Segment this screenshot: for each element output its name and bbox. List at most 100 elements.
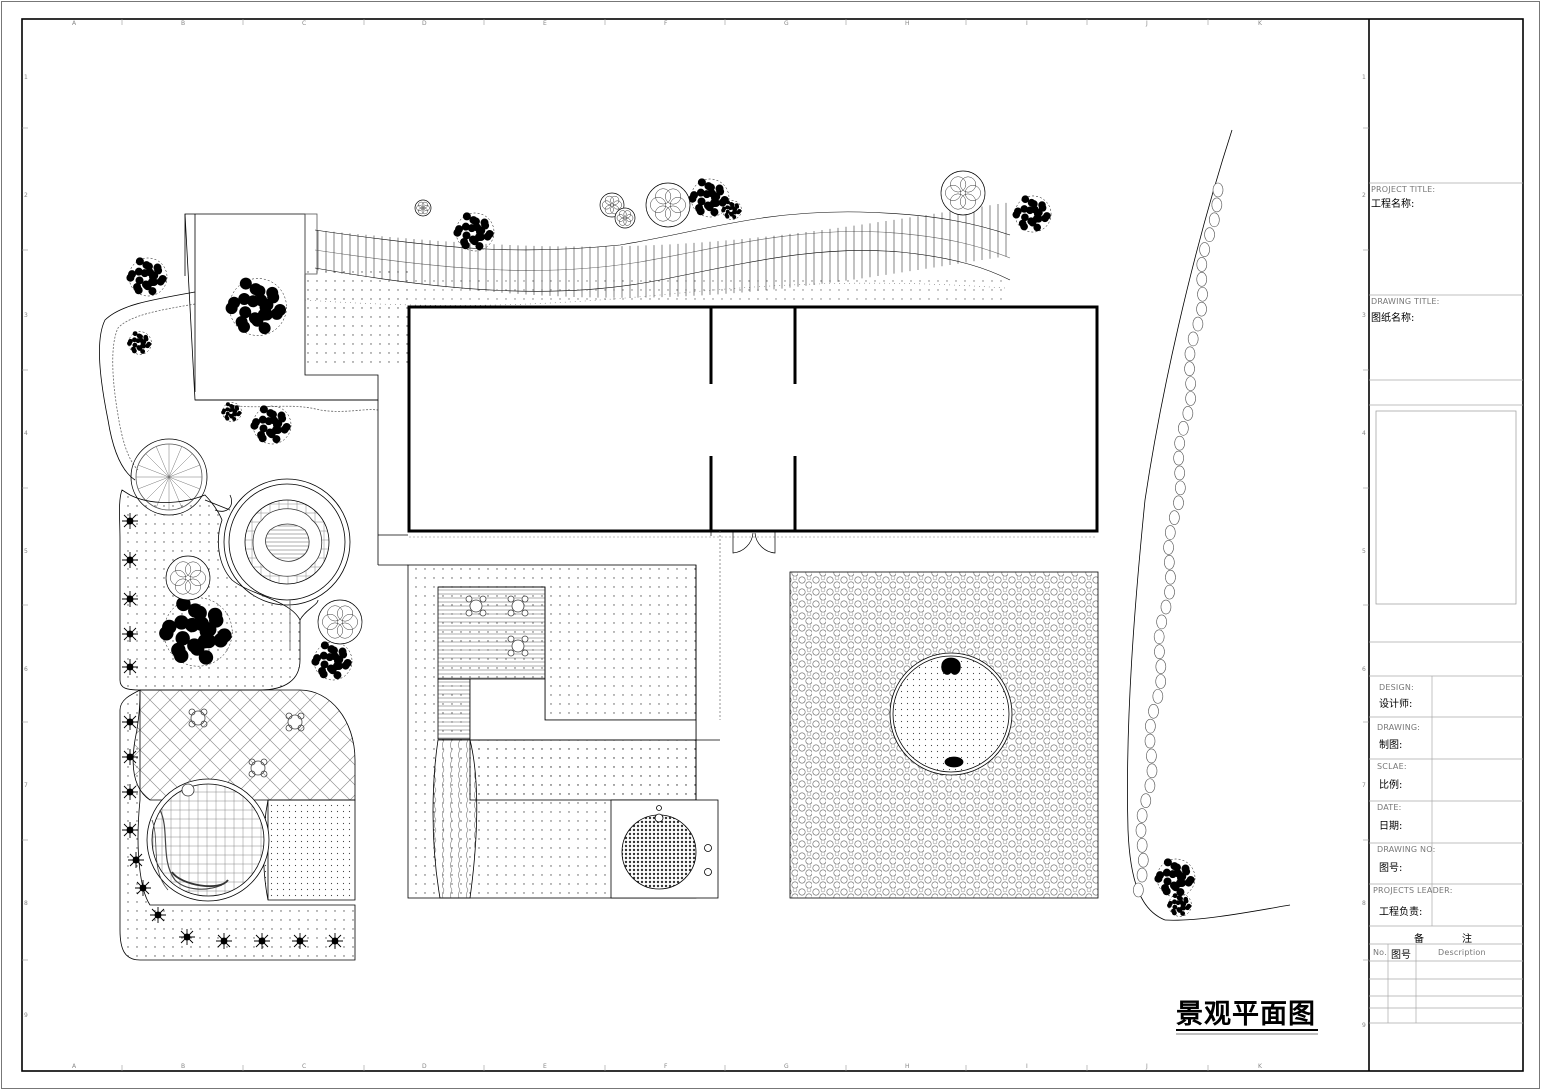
grid-number-right: 5 xyxy=(1362,548,1366,555)
grid-letter-top: A xyxy=(72,20,77,27)
hedge-shrub xyxy=(1204,227,1215,242)
grid-number-right: 9 xyxy=(1362,1022,1366,1029)
hedge-shrub xyxy=(1196,301,1207,317)
building-outline xyxy=(407,305,1099,533)
hedge-shrub xyxy=(1199,242,1210,257)
grid-number-left: 9 xyxy=(24,1012,28,1019)
col-no-label: No. xyxy=(1373,948,1387,957)
drawing-title: 景观平面图 xyxy=(1176,999,1316,1030)
design-label-cn: 设计师: xyxy=(1379,699,1413,710)
tree-dark-icon xyxy=(311,641,353,681)
scale-label-en: SCLAE: xyxy=(1377,762,1407,771)
hedge-shrub xyxy=(1182,406,1194,421)
hedge-shrub xyxy=(1133,882,1144,898)
hedge-shrub xyxy=(1155,674,1167,689)
grid-letter-top: D xyxy=(422,20,427,27)
hedge-shrub xyxy=(1185,391,1196,406)
hedge-shrub xyxy=(1174,465,1185,481)
col-drawing-no-label: 图号 xyxy=(1391,950,1411,961)
hedge-shrub xyxy=(1148,703,1159,719)
hedge-shrub xyxy=(1184,361,1195,377)
center-deck xyxy=(407,564,720,899)
hedge-shrub xyxy=(1164,555,1175,570)
date-label-en: DATE: xyxy=(1377,803,1402,812)
tree-dark-icon xyxy=(688,178,730,218)
hedge-shrub xyxy=(1187,331,1199,347)
grid-letter-bottom: E xyxy=(543,1063,547,1070)
hedge-shrub xyxy=(1145,718,1156,734)
tree-dark-icon xyxy=(159,596,233,667)
tree-dark-icon xyxy=(221,402,242,422)
tree-dark-icon xyxy=(126,257,168,297)
tree-open-icon xyxy=(414,199,432,217)
star-shrubs xyxy=(122,513,343,949)
grid-number-right: 7 xyxy=(1362,782,1366,789)
hedge-shrub xyxy=(1184,346,1196,362)
hedge-shrub xyxy=(1153,629,1165,645)
hedge-shrub xyxy=(1156,614,1167,630)
grid-letter-bottom: D xyxy=(422,1063,427,1070)
drawing-label-cn: 制图: xyxy=(1379,740,1403,751)
hedge-shrub xyxy=(1192,316,1204,332)
grid-letter-top: J xyxy=(1146,20,1148,27)
grid-number-right: 1 xyxy=(1362,74,1366,81)
hedge-shrub xyxy=(1164,584,1175,600)
tree-open-icon xyxy=(614,207,636,229)
hedge-shrub xyxy=(1169,510,1180,525)
grid-letter-bottom: C xyxy=(302,1063,307,1070)
tree-dark-icon xyxy=(127,331,152,355)
trees xyxy=(126,170,1196,917)
deck-seats xyxy=(465,595,529,657)
hedge-shrub xyxy=(1136,867,1148,883)
grid-letter-bottom: J xyxy=(1146,1063,1148,1070)
grid-number-right: 2 xyxy=(1362,192,1366,199)
scale-label-cn: 比例: xyxy=(1379,780,1403,791)
left-garden xyxy=(99,213,409,961)
grid-letter-bottom: B xyxy=(181,1063,186,1070)
hedge-shrub xyxy=(1154,644,1165,660)
cobble-plaza xyxy=(789,571,1099,899)
hedge-shrub xyxy=(1165,569,1176,585)
grid-number-left: 2 xyxy=(24,192,28,199)
tree-dark-icon xyxy=(453,212,495,252)
hedge-shrub xyxy=(1185,376,1196,391)
hedge-shrub xyxy=(1175,480,1186,496)
grid-number-left: 6 xyxy=(24,666,28,673)
col-description-label: Description xyxy=(1438,948,1486,957)
building-entry xyxy=(409,531,1097,720)
hedge-shrub xyxy=(1146,748,1157,764)
grid-letter-top: B xyxy=(181,20,186,27)
hedge-shrub xyxy=(1197,286,1208,302)
tree-open-icon xyxy=(940,170,986,216)
hedge-shrub xyxy=(1136,808,1148,823)
drawing-no-label-en: DRAWING NO: xyxy=(1377,845,1436,854)
hedge-shrub xyxy=(1163,540,1174,555)
remarks-label-left: 备 xyxy=(1414,934,1424,945)
grid-number-left: 8 xyxy=(24,900,28,907)
grid-number-left: 3 xyxy=(24,312,28,319)
right-road xyxy=(1127,129,1291,921)
grid-letter-top: F xyxy=(664,20,668,27)
grid-number-right: 3 xyxy=(1362,312,1366,319)
hedge-shrub xyxy=(1146,763,1158,779)
grid-number-left: 4 xyxy=(24,430,28,437)
remarks-label-right: 注 xyxy=(1462,934,1472,945)
grid-letter-bottom: A xyxy=(72,1063,77,1070)
tree-dark-icon xyxy=(1154,858,1196,898)
hedge-shrub xyxy=(1211,197,1223,213)
grid-number-left: 7 xyxy=(24,782,28,789)
project-title-label-en: PROJECT TITLE: xyxy=(1371,185,1436,194)
hedge-shrub xyxy=(1137,852,1149,868)
tree-open-icon xyxy=(645,182,691,228)
grid-letter-bottom: I xyxy=(1026,1063,1028,1070)
grid-letter-bottom: H xyxy=(905,1063,910,1070)
drawing-label-en: DRAWING: xyxy=(1377,723,1421,732)
grid-letter-top: I xyxy=(1026,20,1028,27)
tree-dark-icon xyxy=(250,405,292,445)
title-block xyxy=(1369,182,1523,1024)
road-hedge xyxy=(1133,182,1224,898)
hedge-shrub xyxy=(1144,733,1156,749)
tree-open-icon xyxy=(165,555,211,601)
hedge-shrub xyxy=(1136,838,1148,853)
grid-number-right: 4 xyxy=(1362,430,1366,437)
